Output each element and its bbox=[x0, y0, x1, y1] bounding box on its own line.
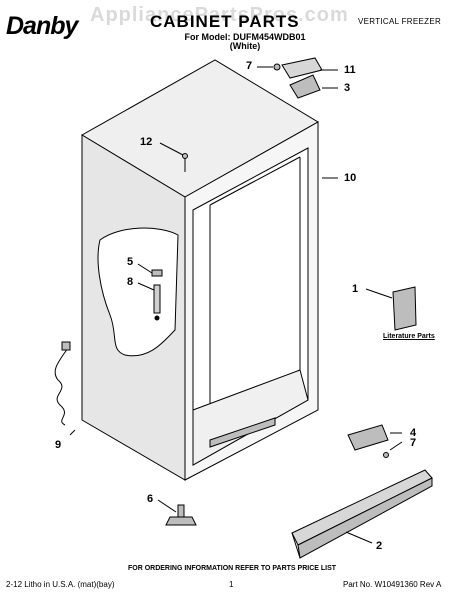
hinge-cover bbox=[281, 57, 323, 79]
callout-9: 9 bbox=[55, 439, 62, 451]
bottom-hinge bbox=[347, 424, 389, 451]
callout-12: 12 bbox=[140, 136, 153, 148]
callout-3: 3 bbox=[344, 82, 351, 94]
top-hinge bbox=[289, 74, 321, 99]
bottom-vent-slot bbox=[209, 417, 276, 448]
leveling-leg bbox=[177, 504, 185, 518]
callout-7-top: 7 bbox=[246, 60, 253, 72]
brand-logo: Danby bbox=[6, 12, 78, 40]
callout-7-bottom: 7 bbox=[410, 437, 417, 449]
callout-8: 8 bbox=[127, 276, 134, 288]
ordering-info: FOR ORDERING INFORMATION REFER TO PARTS … bbox=[127, 565, 337, 572]
power-cord bbox=[54, 344, 71, 426]
litho-info: 2-12 Litho in U.S.A. (mat)(bay) bbox=[6, 580, 115, 589]
shelf-pin-part bbox=[151, 269, 163, 277]
literature-book bbox=[392, 286, 417, 331]
side-cutaway bbox=[97, 227, 179, 357]
part-number: Part No. W10491360 Rev A bbox=[343, 580, 442, 589]
callout-1: 1 bbox=[352, 283, 359, 295]
model-line: For Model: DUFM454WDB01 bbox=[184, 32, 306, 42]
page-title: CABINET PARTS bbox=[150, 12, 300, 31]
watermark-text: AppliancePartsPros.com bbox=[90, 4, 349, 26]
color-line: (White) bbox=[229, 41, 261, 51]
callout-2: 2 bbox=[376, 540, 383, 552]
callout-4: 4 bbox=[410, 427, 417, 439]
page-number: 1 bbox=[229, 580, 234, 589]
callout-5: 5 bbox=[127, 256, 134, 268]
toe-grille bbox=[291, 469, 433, 546]
literature-parts-label: Literature Parts bbox=[383, 333, 435, 340]
callout-11: 11 bbox=[344, 64, 356, 76]
product-type: VERTICAL FREEZER bbox=[358, 17, 442, 26]
callout-6: 6 bbox=[147, 493, 154, 505]
callout-10: 10 bbox=[344, 172, 357, 184]
